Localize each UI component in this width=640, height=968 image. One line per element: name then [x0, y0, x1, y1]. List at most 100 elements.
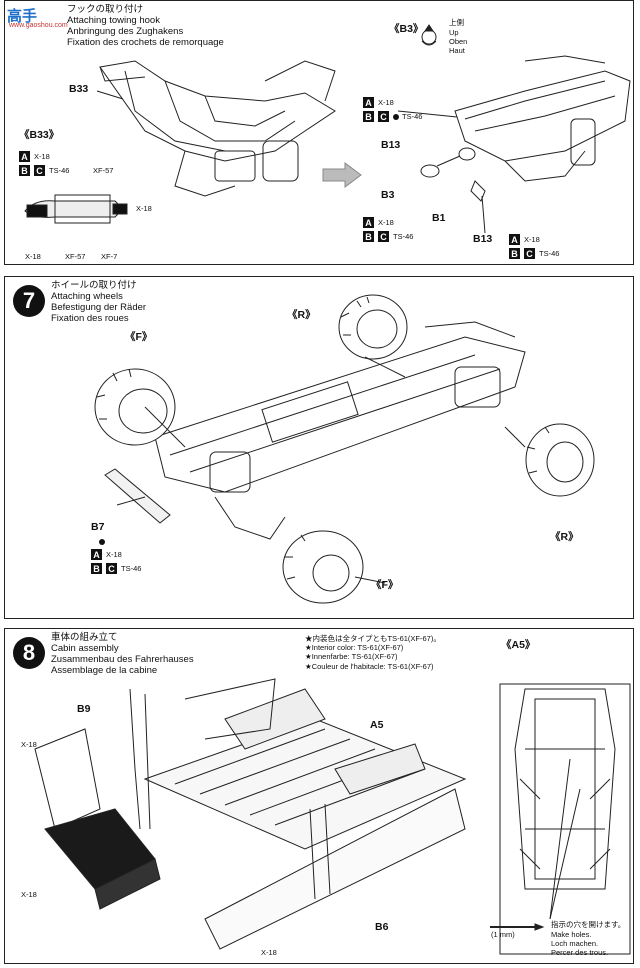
paint-x18: X-18 [34, 152, 50, 161]
paint-ts46: TS-46 [49, 166, 70, 175]
direction-fr: Haut [449, 46, 465, 55]
paint-b13-a: A X-18 [363, 97, 394, 108]
code-b-box: B [363, 111, 374, 122]
code-c-box: C [524, 248, 535, 259]
paint-ts46: TS-46 [539, 249, 560, 258]
step-8-illustration [34, 678, 631, 955]
title-en: Attaching wheels [51, 291, 123, 302]
holes-jp: 指示の穴を開けます。 [551, 920, 626, 929]
code-a-box: A [509, 234, 520, 245]
note-en: ★Interior color: TS-61(XF-67) [305, 642, 404, 652]
code-c-box: C [106, 563, 117, 574]
direction-de: Oben [449, 37, 468, 46]
label-b7: B7 [91, 521, 105, 533]
step-7-title: ホイールの取り付け Attaching wheels Befestigung d… [51, 280, 147, 325]
drill-size: (1 mm) [491, 930, 515, 939]
title-jp: ホイールの取り付け [51, 280, 137, 291]
label-b13-top: B13 [381, 139, 401, 151]
step-8-title: 車体の組み立て Cabin assembly Zusammenbau des F… [51, 632, 194, 677]
direction-jp: 上側 [449, 18, 464, 27]
title-jp: フックの取り付け [67, 4, 144, 15]
title-de: Zusammenbau des Fahrerhauses [51, 654, 194, 665]
label-b6: B6 [375, 921, 389, 933]
paint-x18: X-18 [106, 550, 122, 559]
paint-ts46: TS-46 [402, 112, 423, 121]
code-a-box: A [363, 217, 374, 228]
paint-code-bc-ts46: B C TS-46 [19, 165, 69, 176]
title-fr: Fixation des roues [51, 313, 129, 324]
label-b3: B3 [381, 189, 395, 201]
rear-label-right: 《R》 [550, 531, 579, 543]
code-b-box: B [509, 248, 520, 259]
note-de: ★Innenfarbe: TS-61(XF-67) [305, 652, 398, 661]
paint-xf7: XF-7 [101, 252, 118, 261]
title-jp: 車体の組み立て [51, 632, 118, 643]
code-c-box: C [378, 231, 389, 242]
interior-color-note: ★内装色は全タイプともTS-61(XF-67)。 ★Interior color… [305, 633, 441, 671]
dot-marker [99, 539, 105, 545]
rear-label-top: 《R》 [287, 309, 316, 321]
detail-b33-heading: 《B33》 [19, 129, 60, 141]
title-fr: Assemblage de la cabine [51, 665, 158, 676]
paint-x18: X-18 [378, 98, 394, 107]
paint-x18-hook: X-18 [136, 204, 152, 213]
note-jp: ★内装色は全タイプともTS-61(XF-67)。 [305, 634, 441, 643]
label-b9: B9 [77, 703, 91, 715]
label-b1: B1 [432, 212, 446, 224]
paint-ts46: TS-46 [393, 232, 414, 241]
paint-b7-bc: B C TS-46 [91, 563, 141, 574]
front-label-bottom: 《F》 [371, 579, 399, 591]
paint-b3-a: A X-18 [363, 217, 394, 228]
paint-x18: X-18 [524, 235, 540, 244]
paint-xf57-bottom: XF-57 [65, 252, 86, 261]
note-fr: ★Couleur de l'habitacle: TS-61(XF-67) [305, 661, 434, 671]
title-de: Anbringung des Zughakens [67, 26, 184, 37]
code-c-box: C [34, 165, 45, 176]
watermark-logo: 高手 [7, 8, 38, 25]
paint-x18-seat: X-18 [21, 890, 37, 899]
step-7-number: 7 [13, 285, 45, 317]
title-de: Befestigung der Räder [51, 302, 147, 313]
paint-b13b-a: A X-18 [509, 234, 540, 245]
label-b13-bottom: B13 [473, 233, 493, 245]
paint-b13-bc: B C TS-46 [363, 111, 422, 122]
paint-xf57-top: XF-57 [93, 166, 114, 175]
paint-b13b-bc: B C TS-46 [509, 248, 559, 259]
code-b-box: B [363, 231, 374, 242]
front-label-left: 《F》 [125, 331, 153, 343]
code-b-box: B [91, 563, 102, 574]
paint-x18-bottom: X-18 [261, 948, 277, 957]
step-6-title: フックの取り付け Attaching towing hook Anbringun… [67, 4, 224, 49]
watermark-site: www.gaoshou.com [9, 22, 68, 29]
detail-a5-heading: 《A5》 [501, 639, 536, 651]
code-a-box: A [91, 549, 102, 560]
step-8-panel: 8 車体の組み立て Cabin assembly Zusammenbau des… [4, 628, 634, 964]
paint-x18-bottom: X-18 [25, 252, 41, 261]
code-a-box: A [19, 151, 30, 162]
title-en: Cabin assembly [51, 643, 119, 654]
holes-en: Make holes. [551, 930, 592, 939]
step-7-panel: 7 ホイールの取り付け Attaching wheels Befestigung… [4, 276, 634, 619]
code-c-box: C [378, 111, 389, 122]
label-a5: A5 [370, 719, 384, 731]
title-fr: Fixation des crochets de remorquage [67, 37, 224, 48]
paint-ts46: TS-46 [121, 564, 142, 573]
paint-b3-bc: B C TS-46 [363, 231, 413, 242]
code-a-box: A [363, 97, 374, 108]
step-6-illustration [24, 24, 631, 234]
step-6-panel: 高手 www.gaoshou.com フックの取り付け Attaching to… [4, 0, 634, 265]
dot-marker [393, 113, 399, 120]
label-b33: B33 [69, 83, 89, 95]
holes-de: Loch machen. [551, 939, 599, 948]
code-b-box: B [19, 165, 30, 176]
step-7-illustration [94, 294, 595, 604]
step-8-number: 8 [13, 637, 45, 669]
holes-fr: Percer des trous. [551, 948, 609, 957]
detail-b3-heading: 《B3》 [389, 23, 424, 35]
paint-b7-a: A X-18 [91, 549, 122, 560]
paint-code-a-x18: A X-18 [19, 151, 50, 162]
title-en: Attaching towing hook [67, 15, 160, 26]
paint-x18: X-18 [378, 218, 394, 227]
direction-en: Up [449, 28, 459, 37]
paint-x18-left: X-18 [21, 740, 37, 749]
